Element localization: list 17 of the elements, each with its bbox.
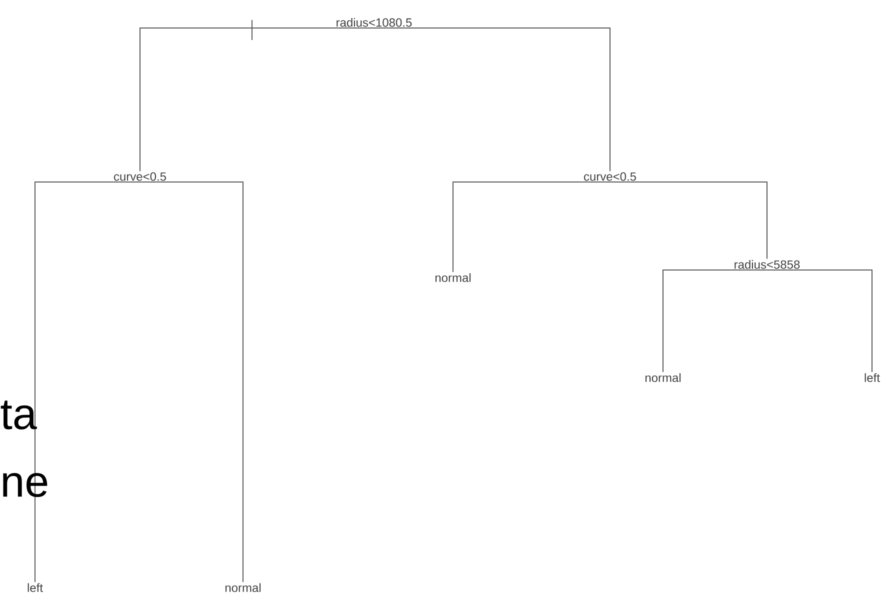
split-label: curve<0.5 [114, 172, 166, 181]
split-label: radius<1080.5 [336, 18, 412, 27]
tree-branch [140, 28, 374, 172]
tree-branch [452, 182, 610, 272]
leaf-label: normal [435, 273, 471, 282]
tree-branch [374, 28, 610, 172]
tree-branch [610, 182, 768, 260]
leaf-label: normal [225, 583, 261, 592]
tree-branch [34, 182, 140, 582]
tree-branch [140, 182, 244, 582]
leaf-label: left [864, 373, 880, 382]
leaf-label: normal [645, 373, 681, 382]
leaf-label: left [28, 583, 43, 592]
split-label: curve<0.5 [584, 172, 636, 181]
split-label: radius<5858 [734, 260, 800, 269]
tree-branch [662, 270, 768, 372]
tree-branch [766, 270, 872, 372]
